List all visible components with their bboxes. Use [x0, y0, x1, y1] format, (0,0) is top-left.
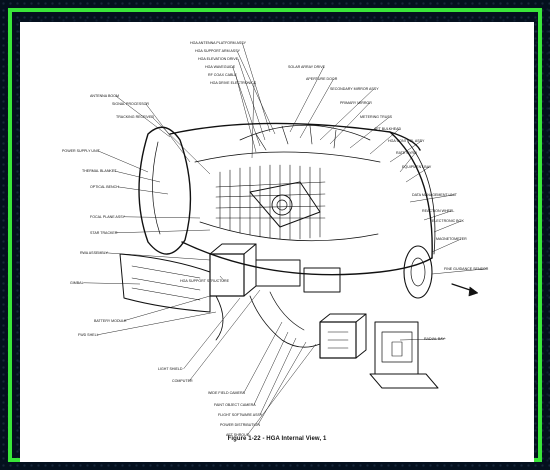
callout-label: FINE GUIDANCE SENSOR: [444, 267, 489, 271]
callout-label: RATE GYRO: [396, 151, 417, 155]
callout-label: PRIMARY MIRROR: [340, 101, 372, 105]
callout-label: HGA SUPPORT STRUCTURE: [180, 279, 230, 283]
callout-label: HGA DRIVE ELECTRONICS: [210, 81, 257, 85]
callout-label: RWA ASSEMBLY: [80, 251, 108, 255]
callout-leader-line: [409, 194, 455, 203]
callout-leader-line: [259, 337, 297, 415]
callout-label: GIMBAL: [70, 281, 84, 285]
callout-label: EQUIPMENT BAY: [402, 165, 432, 169]
callout-label: RF COAX CABLE: [208, 73, 237, 77]
callout-leader-line: [123, 216, 201, 219]
callout-leader-line: [399, 338, 446, 341]
callout-label: DATA MANAGEMENT UNIT: [412, 193, 458, 197]
callout-leader-line: [235, 74, 257, 153]
callout-leader-line: [83, 282, 141, 285]
callout-label: FWD SHELL: [78, 333, 99, 337]
callout-leader-line: [113, 170, 161, 183]
callout-leader-line: [247, 343, 317, 435]
callout-label: OPTICAL BENCH: [90, 185, 119, 189]
callout-leader-line: [97, 150, 149, 173]
callout-labels: HGA ANTENNA PLATFORM ASSY HGA SUPPORT ARM…: [62, 41, 489, 437]
callout-label: HGA CONTROL ASSY: [388, 139, 425, 143]
callout-leader-line: [369, 128, 400, 155]
callout-label: HGA ANTENNA PLATFORM ASSY: [190, 41, 247, 45]
callout-leader-line: [115, 229, 211, 234]
callout-leader-line: [115, 95, 171, 138]
callout-label: THERMAL BLANKET: [82, 169, 117, 173]
callout-leader-line: [236, 50, 276, 135]
callout-label: METERING TRUSS: [360, 115, 393, 119]
callout-leader-line: [433, 220, 462, 233]
callout-leader-line: [243, 321, 283, 393]
callout-leader-line: [123, 295, 211, 322]
callout-leaders: [83, 42, 487, 435]
callout-leader-line: [389, 140, 422, 163]
hga-internal-view-diagram: HGA ANTENNA PLATFORM ASSY HGA SUPPORT ARM…: [62, 41, 489, 437]
callout-leader-line: [329, 102, 370, 145]
callout-label: SECONDARY MIRROR ASSY: [330, 87, 379, 91]
callout-leader-line: [117, 186, 169, 195]
callout-leader-line: [183, 297, 241, 369]
callout-label: COMPUTER: [172, 379, 193, 383]
figure-caption: Figure 1-22 - HGA Internal View, 1: [227, 436, 327, 442]
callout-leader-line: [251, 82, 255, 159]
diagram-sheet: HGA ANTENNA PLATFORM ASSY HGA SUPPORT ARM…: [20, 22, 534, 462]
callout-label: HGA ELEVATION DRIVE: [198, 57, 239, 61]
callout-label: FLIGHT SOFTWARE ASSY: [218, 413, 263, 417]
callout-leader-line: [242, 42, 271, 133]
callout-label: ELECTRONIC BOX: [432, 219, 464, 223]
callout-leader-line: [431, 268, 487, 275]
callout-label: RADIAL BAY: [424, 337, 445, 341]
callout-label: HGA SUPPORT ARM ASSY: [195, 49, 241, 53]
callout-label: SOLAR ARRAY DRIVE: [288, 65, 326, 69]
callout-label: POWER SUPPLY UNIT: [62, 149, 101, 153]
callout-label: TRACKING RECEIVER: [116, 115, 154, 119]
callout-leader-line: [399, 152, 416, 173]
callout-label: HGA WAVEGUIDE: [205, 65, 236, 69]
callout-leader-line: [349, 116, 390, 149]
callout-leader-line: [299, 78, 334, 139]
callout-leader-line: [105, 252, 211, 261]
callout-label: ANTENNA BOOM: [90, 94, 119, 98]
callout-leader-line: [257, 341, 307, 425]
callout-label: AFT SHROUD: [226, 433, 250, 437]
hga-drawing: [119, 122, 479, 389]
callout-leader-line: [237, 58, 266, 141]
callout-label: WIDE FIELD CAMERA: [208, 391, 246, 395]
callout-leader-line: [151, 116, 211, 175]
callout-leader-line: [431, 238, 462, 253]
callout-label: SIGNAL PROCESSOR: [112, 102, 149, 106]
callout-label: APERTURE DOOR: [306, 77, 338, 81]
callout-label: REACTION WHEEL: [422, 209, 454, 213]
callout-leader-line: [253, 331, 289, 405]
callout-label: FAINT OBJECT CAMERA: [214, 403, 256, 407]
callout-label: FOCAL PLANE ASSY: [90, 215, 126, 219]
callout-leader-line: [189, 289, 261, 381]
callout-label: LIGHT SHIELD: [158, 367, 183, 371]
callout-label: MAGNETOMETER: [436, 237, 467, 241]
callout-leader-line: [219, 275, 225, 281]
callout-leader-line: [405, 166, 430, 183]
callout-leader-line: [289, 66, 325, 133]
callout-label: STAR TRACKER: [90, 231, 118, 235]
callout-label: AFT BULKHEAD: [374, 127, 401, 131]
callout-leader-line: [97, 311, 217, 336]
callout-leader-line: [319, 88, 375, 141]
callout-label: BATTERY MODULE: [94, 319, 127, 323]
callout-label: POWER DISTRIBUTION: [220, 423, 260, 427]
callout-leader-line: [423, 210, 452, 221]
